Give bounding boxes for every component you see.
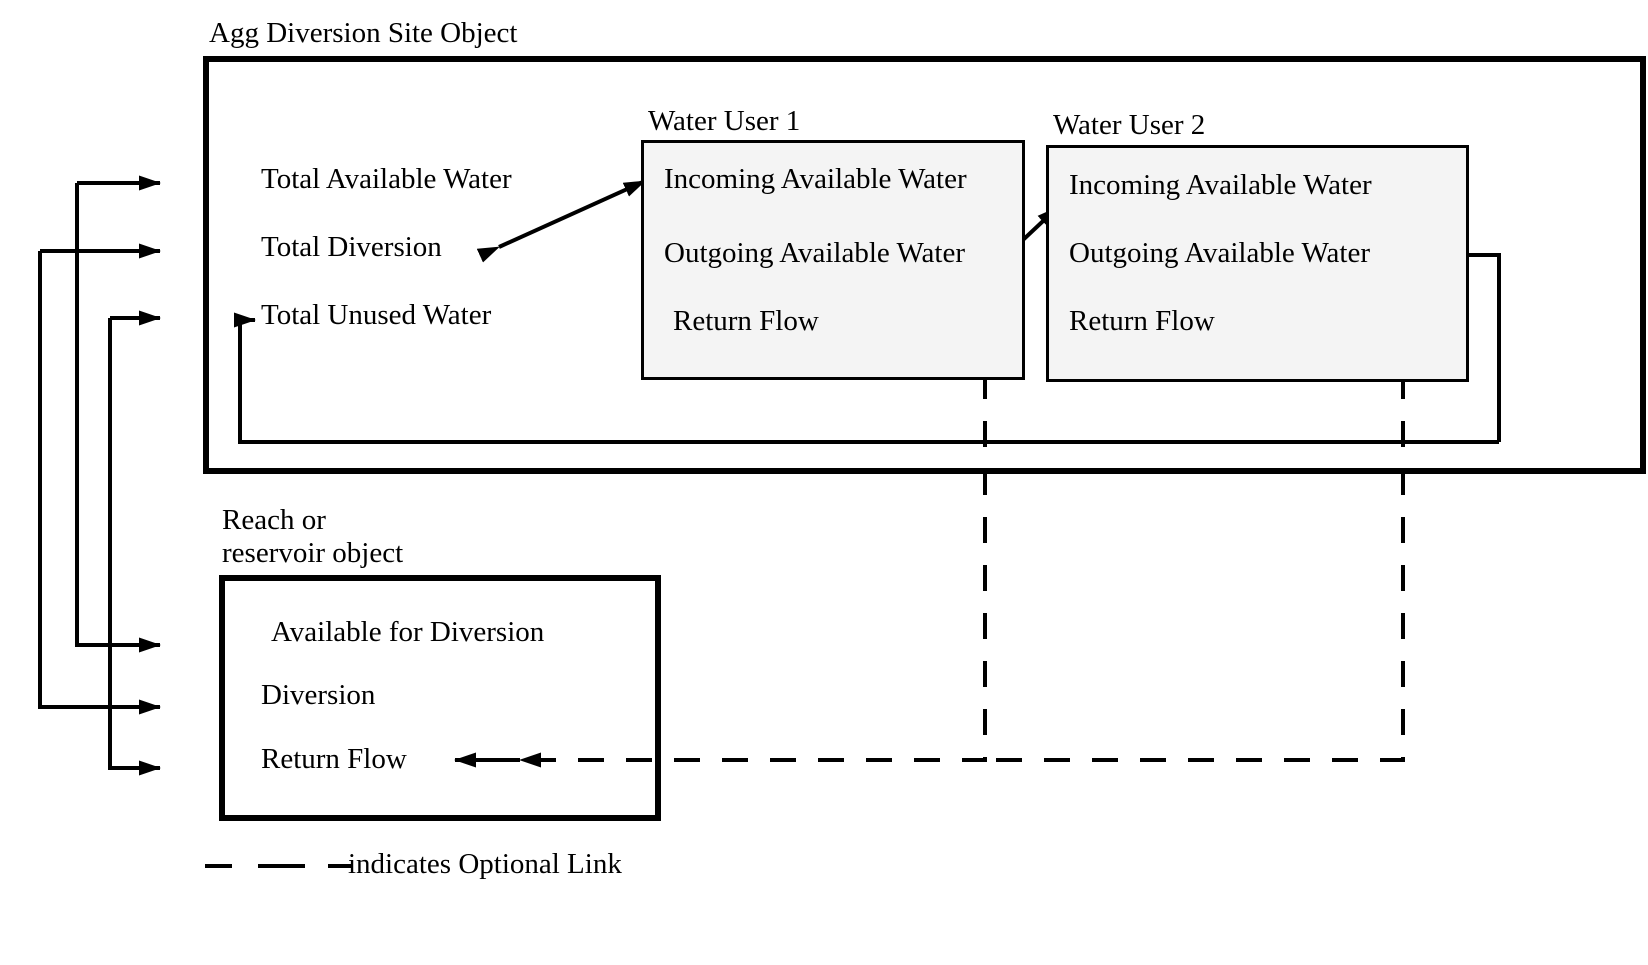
reach-slot-diversion: Diversion [261, 679, 376, 711]
wu2-slot-return-flow: Return Flow [1069, 305, 1215, 337]
wu2-slot-outgoing-available-water: Outgoing Available Water [1069, 237, 1371, 269]
reach-caption-line2: reservoir object [222, 537, 404, 569]
arrow-agg-to-wu1 [476, 179, 646, 263]
agg-slot-total-diversion: Total Diversion [261, 231, 442, 263]
wu1-slot-outgoing-available-water: Outgoing Available Water [664, 237, 966, 269]
water-user-1-box [641, 140, 1025, 380]
water-user-1-caption: Water User 1 [648, 105, 801, 137]
reach-slot-return-flow: Return Flow [261, 743, 407, 775]
wire-trunk-diversion [38, 251, 161, 715]
agg-slot-total-unused-water: Total Unused Water [261, 299, 492, 331]
water-user-2-caption: Water User 2 [1053, 109, 1206, 141]
reach-caption-line1: Reach or [222, 504, 326, 536]
wire-total-unused-loop [238, 320, 1499, 444]
wu1-slot-incoming-available-water: Incoming Available Water [664, 163, 967, 195]
wire-trunk-return-flow [108, 318, 161, 776]
wu1-slot-return-flow: Return Flow [673, 305, 819, 337]
agg-diversion-site-box [203, 56, 1646, 474]
water-user-2-box [1046, 145, 1469, 382]
wire-trunk-available-for-diversion [75, 183, 161, 653]
agg-site-caption: Agg Diversion Site Object [209, 17, 518, 49]
reach-slot-available-for-diversion: Available for Diversion [271, 616, 545, 648]
legend-text: indicates Optional Link [348, 848, 622, 880]
wu2-slot-incoming-available-water: Incoming Available Water [1069, 169, 1372, 201]
reach-reservoir-box [219, 575, 661, 821]
agg-slot-total-available-water: Total Available Water [261, 163, 512, 195]
